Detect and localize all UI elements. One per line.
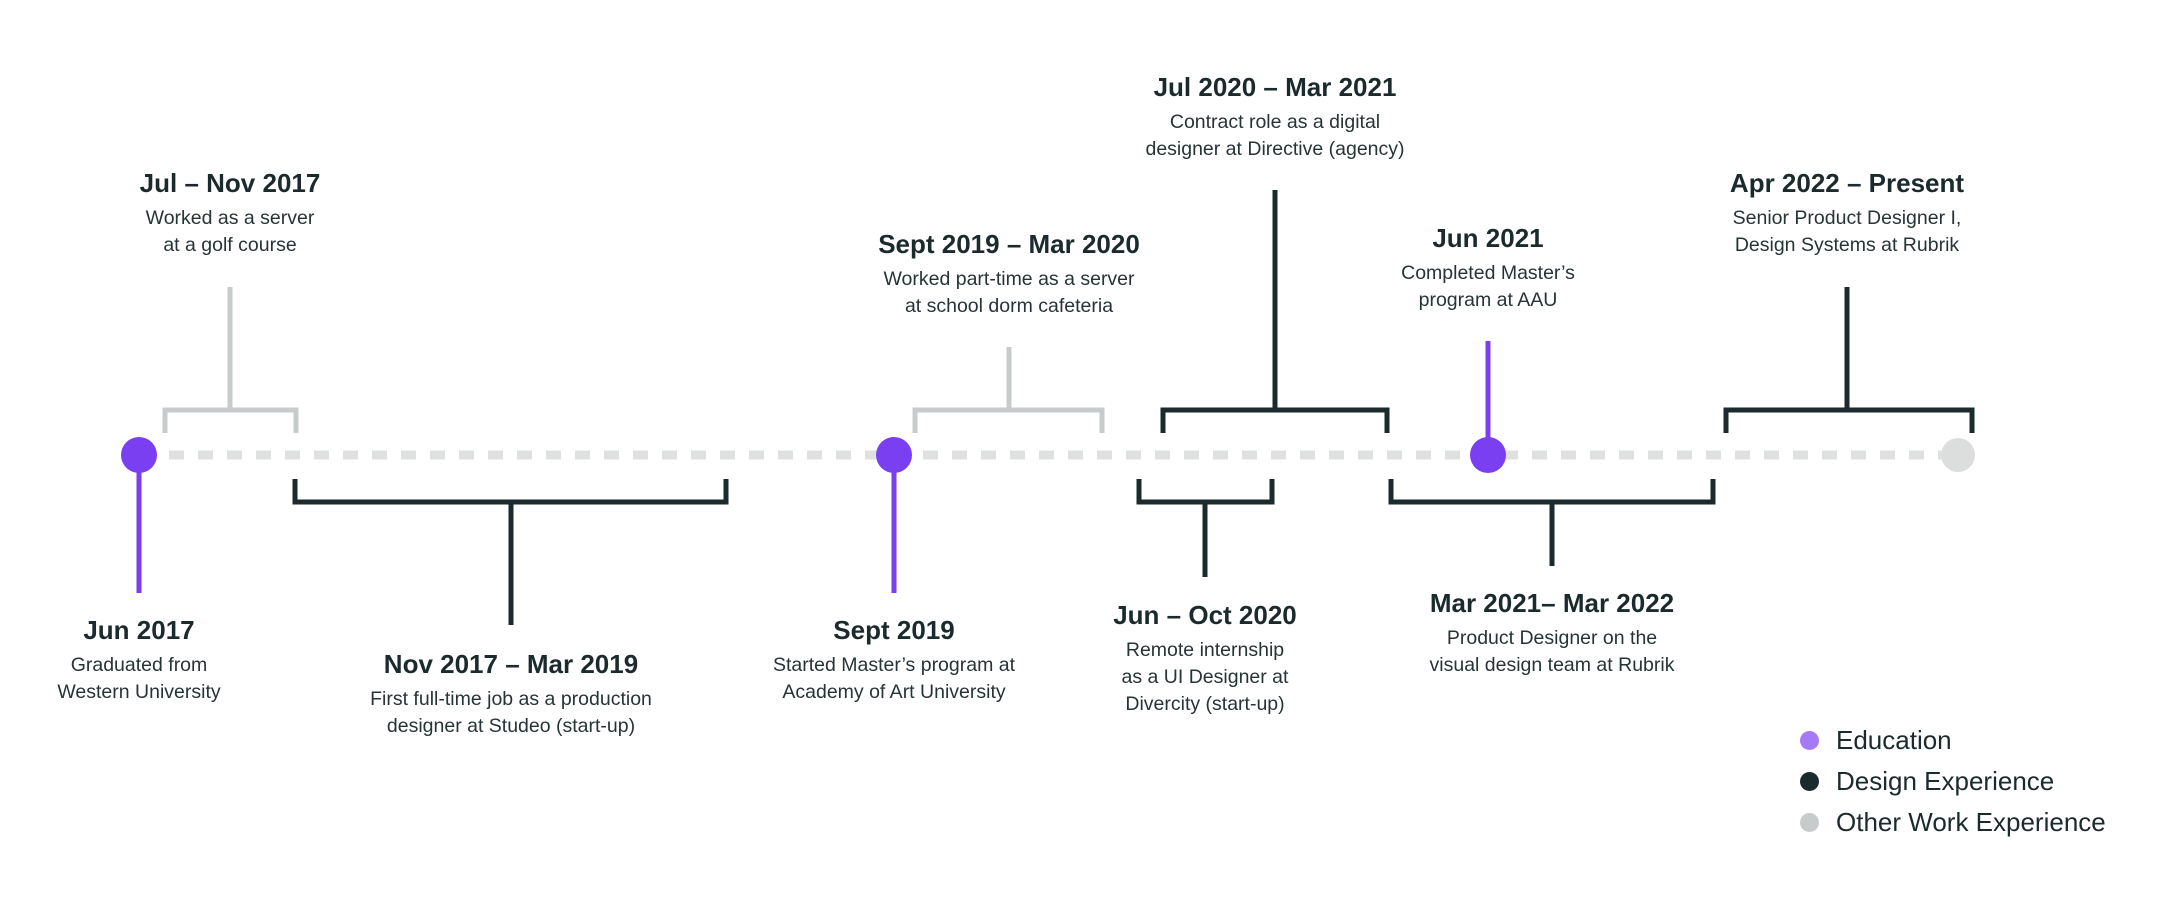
event-description-line: Senior Product Designer I, [1732,207,1962,229]
bracket-mar-2021-mar-2022 [1388,479,1716,505]
legend-swatch [1800,772,1819,791]
legend-swatch [1800,813,1819,832]
bracket-jul-2020-mar-2021 [1160,407,1390,433]
legend-label: Education [1836,725,1952,755]
event-description: Remote internship as a UI Designer at Dive… [995,637,1415,718]
event-description-line: at school dorm cafeteria [904,295,1114,317]
bracket-apr-2022-present [1723,407,1975,433]
event-title: Sept 2019 – Mar 2020 [878,229,1140,259]
event-description-line: visual design team at Rubrik [1429,654,1675,676]
event-description-line: First full-time job as a production [370,688,652,710]
legend-item: Other Work Experience [1800,802,2106,843]
event-description: Worked as a server at a golf course [20,205,440,259]
event-description-line: Product Designer on the [1446,627,1658,649]
event-title: Apr 2022 – Present [1729,168,1965,198]
event-description: First full-time job as a production desig… [301,686,721,740]
milestone-dot-jun-2021 [1470,437,1506,473]
event-description-line: as a UI Designer at [1121,666,1289,688]
legend-label: Other Work Experience [1836,807,2106,837]
event-title: Jul 2020 – Mar 2021 [1153,72,1397,102]
bracket-jun-oct-2020 [1136,479,1275,505]
event-title: Nov 2017 – Mar 2019 [383,649,639,679]
event-description-line: program at AAU [1418,289,1558,311]
event-description-line: Academy of Art University [782,681,1006,703]
legend-item: Education [1800,720,2106,761]
bracket-nov-2017-mar-2019 [292,479,729,505]
event-title: Sept 2019 [833,615,955,645]
event-description: Started Master’s program at Academy of Ar… [684,652,1104,706]
event-description-line: designer at Studeo (start-up) [386,715,636,737]
event-title: Jun 2021 [1432,223,1544,253]
milestone-dot-jun-2017 [121,437,157,473]
event-description: Product Designer on the visual design tea… [1342,625,1762,679]
event-description-line: Contract role as a digital [1169,111,1381,133]
event-description-line: Remote internship [1125,639,1285,661]
event-description: Contract role as a digital designer at Di… [1065,109,1485,163]
event-description-line: Completed Master’s [1401,262,1575,284]
event-description: Worked part-time as a server at school do… [799,266,1219,320]
event-description-line: Started Master’s program at [772,654,1016,676]
event-description-line: Worked as a server [145,207,315,229]
bracket-jul-nov-2017 [162,407,299,433]
event-description-line: Design Systems at Rubrik [1734,234,1960,256]
legend-label: Design Experience [1836,766,2055,796]
event-title: Jul – Nov 2017 [139,168,321,198]
legend-swatch [1800,731,1819,750]
event-description: Senior Product Designer I, Design Systems… [1637,205,2057,259]
event-title: Mar 2021– Mar 2022 [1429,588,1675,618]
event-description-line: Western University [57,681,221,703]
event-description-line: Divercity (start-up) [1125,693,1285,715]
milestone-dot-sept-2019 [876,437,912,473]
event-description-line: designer at Directive (agency) [1145,138,1405,160]
legend-item: Design Experience [1800,761,2106,802]
event-description: Completed Master’s program at AAU [1278,260,1698,314]
timeline-end-marker [1941,438,1975,472]
bracket-sept-2019-mar-2020 [912,407,1105,433]
event-description-line: Graduated from [70,654,208,676]
event-description-line: at a golf course [163,234,297,256]
event-title: Jun – Oct 2020 [1113,600,1297,630]
event-description-line: Worked part-time as a server [883,268,1135,290]
event-title: Jun 2017 [83,615,195,645]
